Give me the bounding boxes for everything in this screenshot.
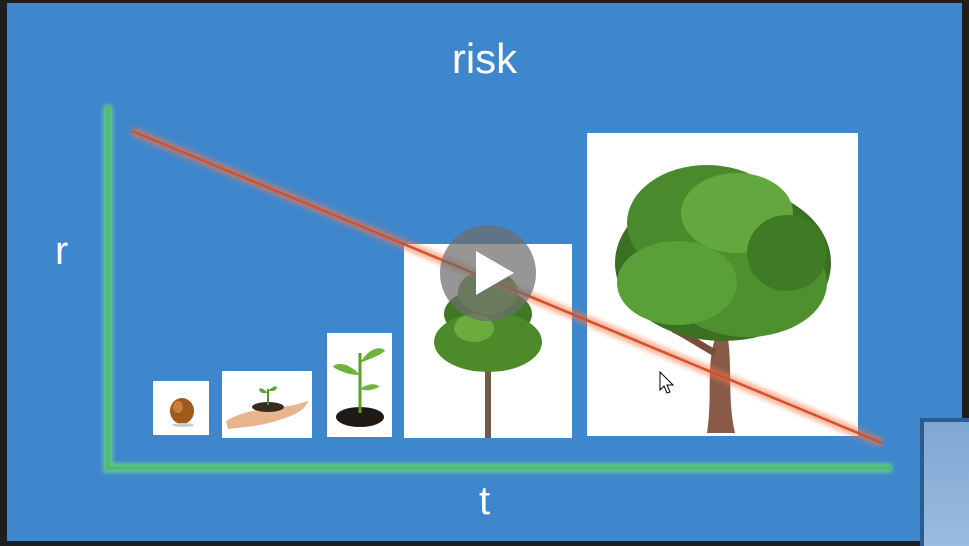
seedling-hand-image — [222, 371, 312, 438]
mature-tree-image — [587, 133, 858, 436]
seed-image — [153, 381, 209, 435]
slide: risk r t — [7, 3, 962, 541]
play-icon[interactable] — [440, 225, 536, 321]
sprout-image — [327, 333, 392, 437]
y-axis-label: r — [55, 229, 69, 273]
slide-title: risk — [451, 35, 518, 82]
side-thumbnail-preview — [924, 422, 969, 546]
x-axis-label: t — [479, 479, 491, 523]
side-thumbnail[interactable] — [920, 418, 969, 546]
